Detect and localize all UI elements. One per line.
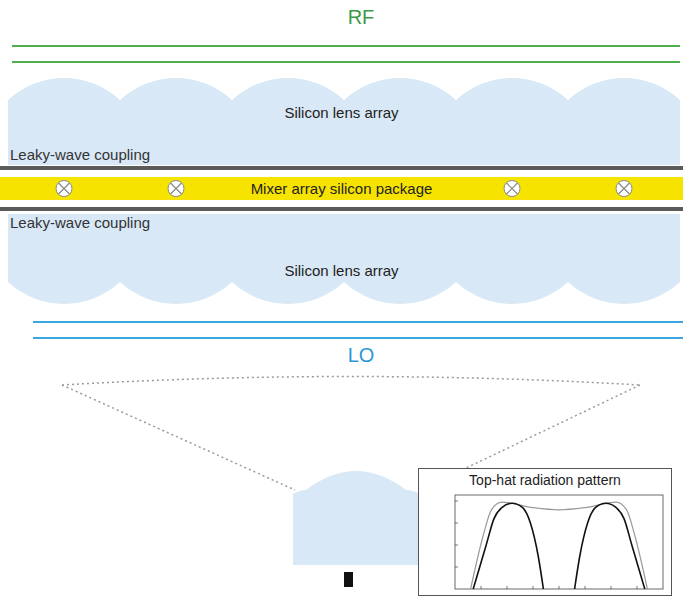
single-lens	[293, 471, 420, 587]
rf-plane-lines	[12, 46, 680, 62]
inset-title: Top-hat radiation pattern	[465, 472, 625, 488]
mixer-symbol	[56, 181, 72, 197]
mixer-symbol	[616, 181, 632, 197]
pattern-chart	[455, 495, 663, 589]
lo-label: LO	[348, 344, 375, 367]
lens-shape	[8, 78, 680, 165]
mixer-symbol	[168, 181, 184, 197]
rf-label: RF	[348, 6, 375, 29]
leaky-wave-layers	[0, 166, 683, 211]
lens-shape	[8, 214, 680, 304]
layer-label: Leaky-wave coupling	[10, 146, 150, 163]
node-label: Silicon lens array	[280, 262, 402, 279]
node-label: Mixer array silicon package	[247, 177, 437, 200]
radiation-pattern-inset-outline	[419, 469, 673, 597]
radiation-pattern-inset: Top-hat radiation pattern	[418, 468, 672, 596]
layer-label: Leaky-wave coupling	[10, 214, 150, 231]
lo-plane-lines	[33, 322, 683, 338]
mixer-symbol	[504, 181, 520, 197]
node-label: Silicon lens array	[280, 104, 402, 121]
mixer-package-band: Mixer array silicon package	[0, 177, 683, 200]
